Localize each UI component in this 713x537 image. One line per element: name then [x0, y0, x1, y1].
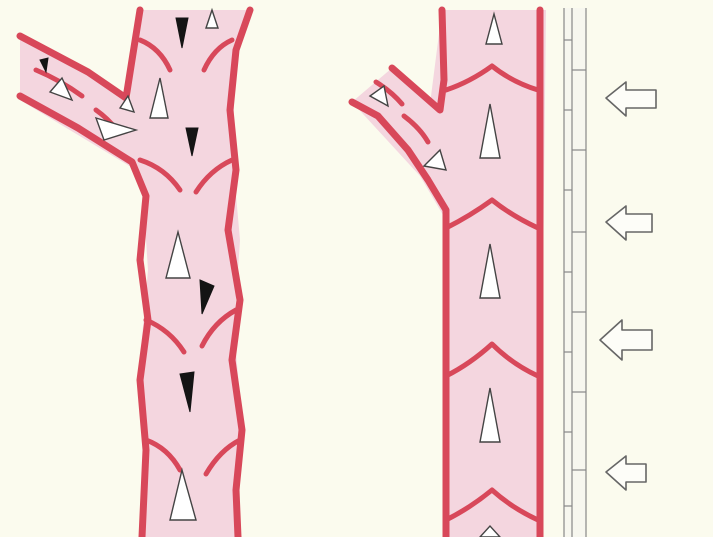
muscle-strip — [564, 8, 586, 537]
